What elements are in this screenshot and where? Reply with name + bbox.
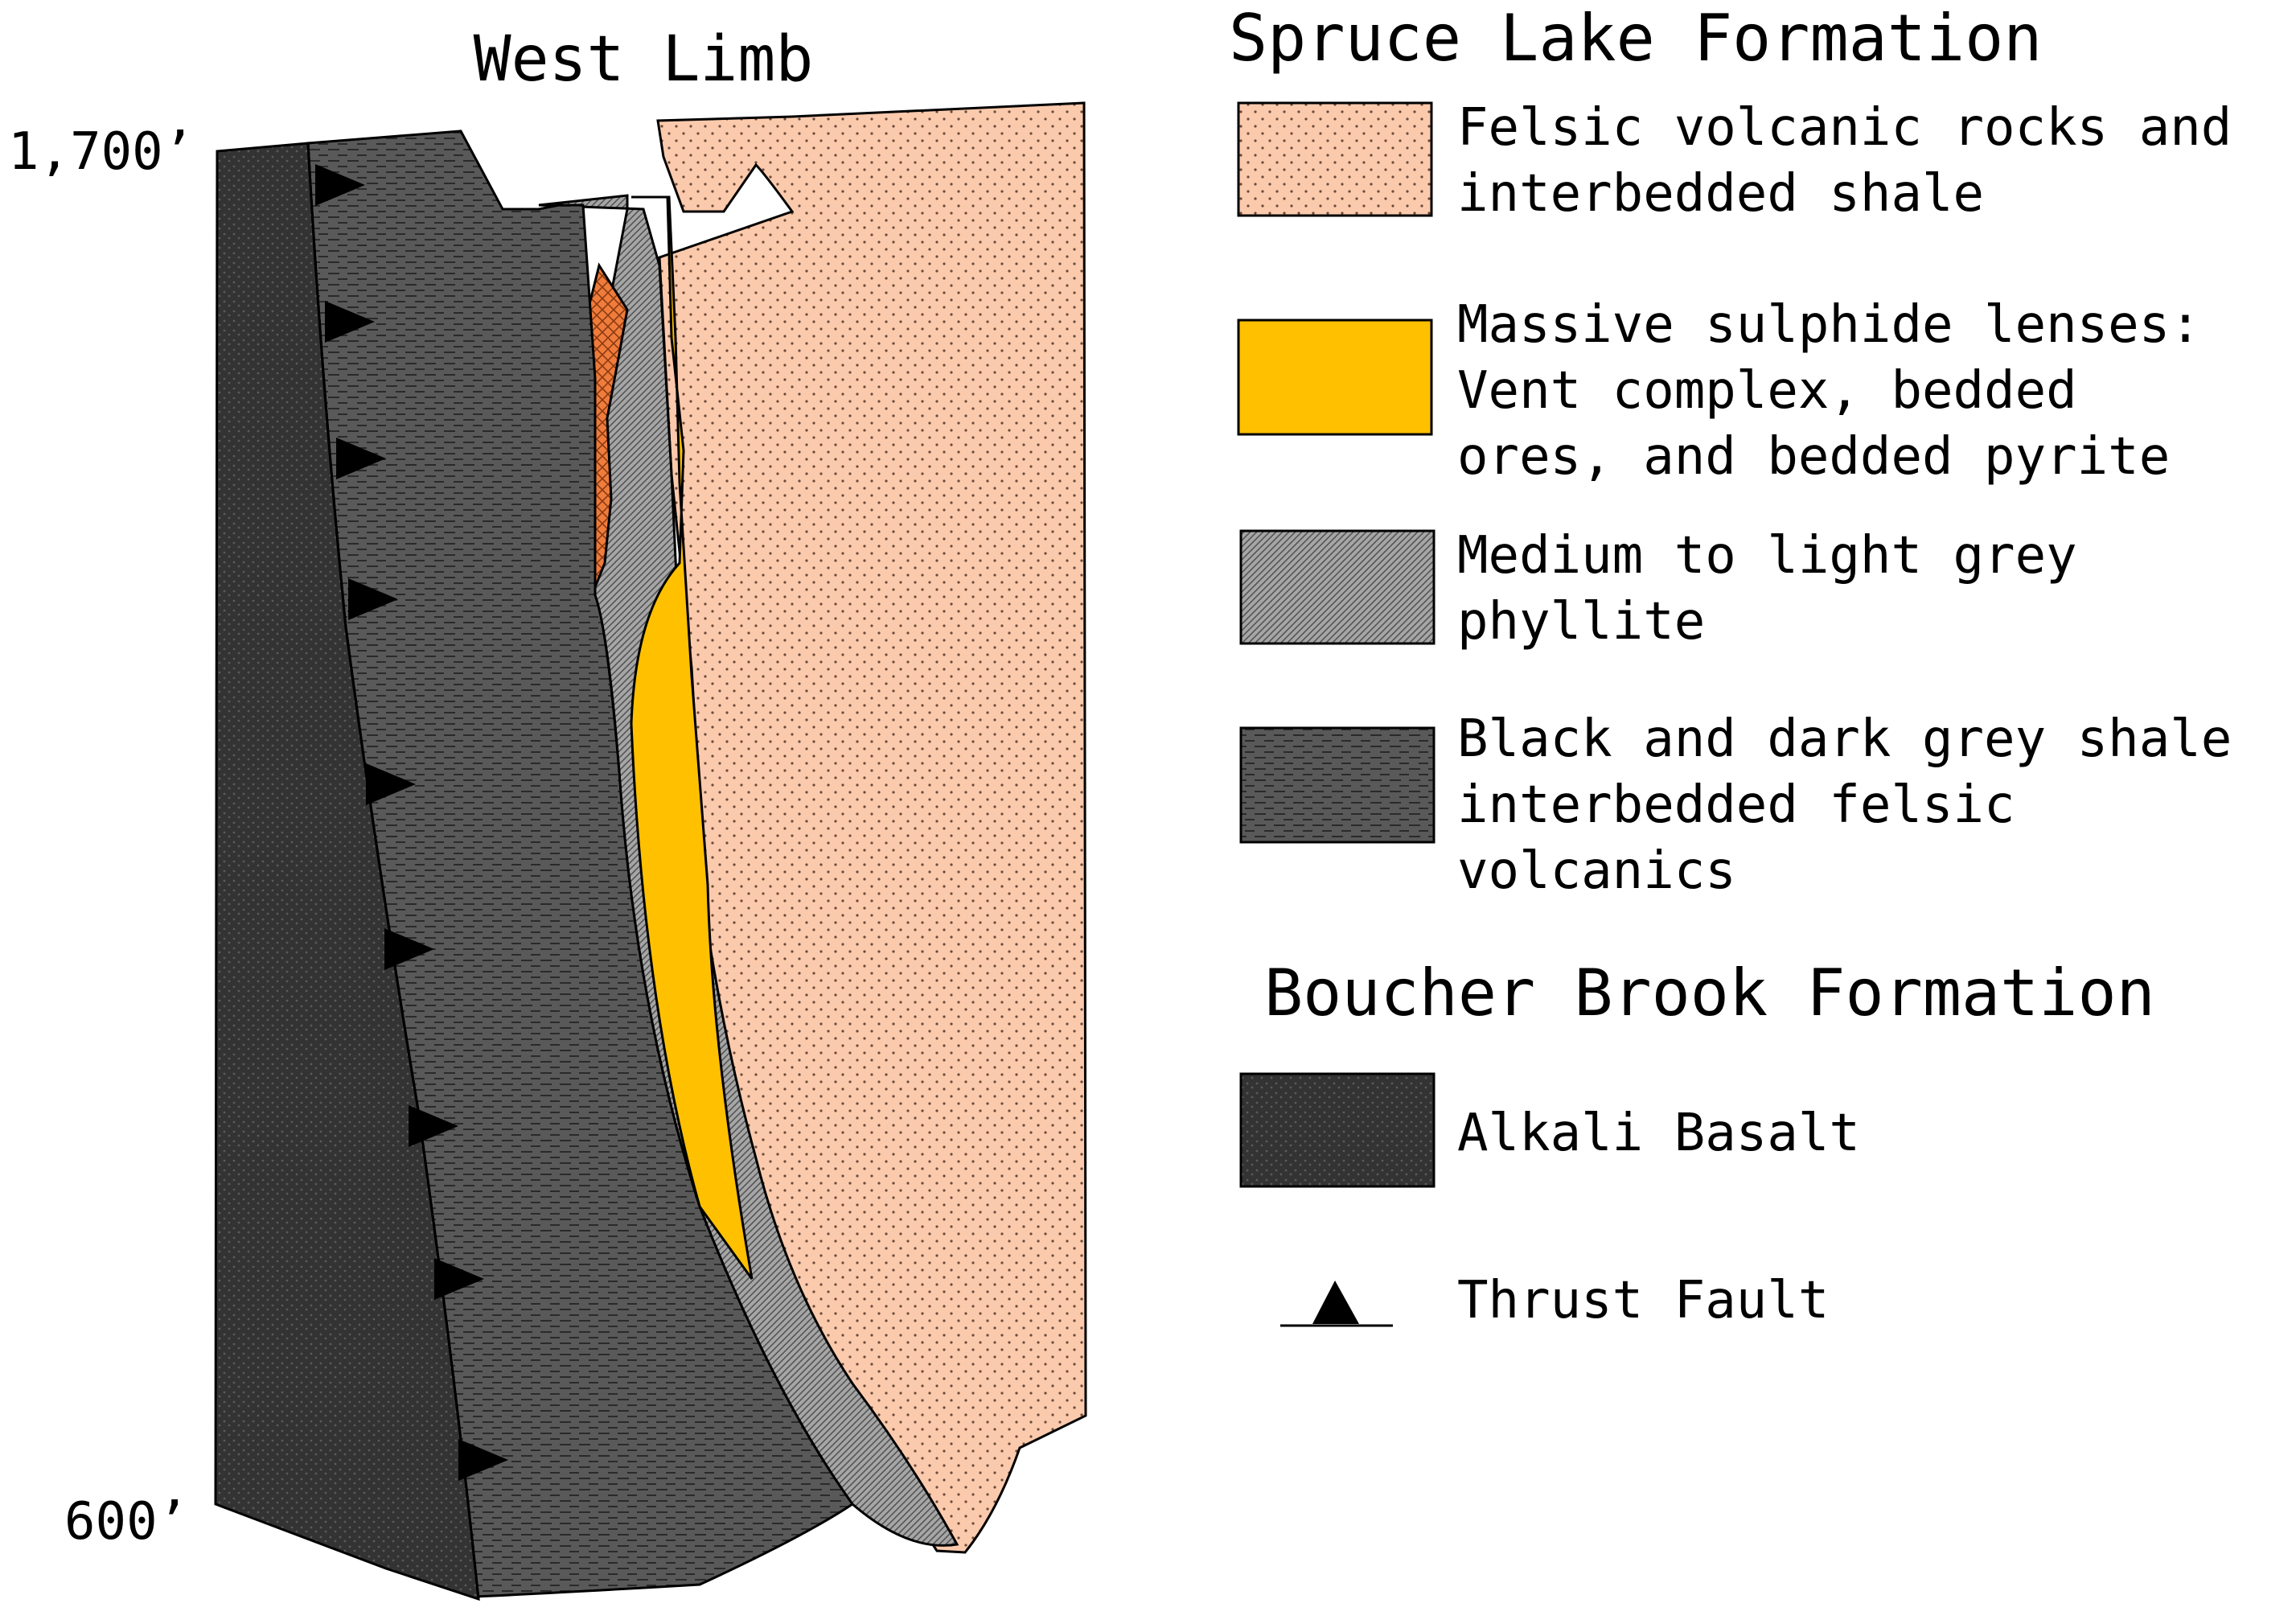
cross-section xyxy=(214,101,1087,1601)
legend-swatch-felsic xyxy=(1237,101,1433,217)
legend-swatch-phyllite xyxy=(1239,529,1436,645)
thrust-tooth-icon xyxy=(348,578,398,620)
legend-label-thrust-fault: Thrust Fault xyxy=(1457,1271,1829,1330)
legend-label-basalt: Alkali Basalt xyxy=(1457,1104,1860,1163)
thrust-tooth-icon xyxy=(458,1439,508,1481)
thrust-fault-teeth xyxy=(315,164,508,1481)
section-title: West Limb xyxy=(474,23,814,96)
legend-swatch-shale xyxy=(1239,726,1436,844)
legend-swatch-basalt xyxy=(1239,1072,1436,1188)
thrust-fault-line xyxy=(306,142,480,1600)
thrust-tooth-icon xyxy=(315,164,365,206)
thrust-fault-triangle-icon xyxy=(1312,1281,1359,1324)
legend-label-felsic: Felsic volcanic rocks and interbedded sh… xyxy=(1457,98,2263,224)
legend-label-phyllite: Medium to light grey phyllite xyxy=(1457,526,2108,652)
depth-top-label: 1,700’ xyxy=(8,122,194,182)
thrust-tooth-icon xyxy=(325,301,375,343)
thrust-tooth-icon xyxy=(409,1105,458,1147)
sulphide-lens xyxy=(630,195,754,1280)
depth-bottom-label: 600’ xyxy=(64,1492,188,1552)
thrust-tooth-icon xyxy=(366,763,416,805)
spruce-lake-heading: Spruce Lake Formation xyxy=(1229,1,2042,76)
boucher-brook-heading: Boucher Brook Formation xyxy=(1264,956,2155,1030)
thrust-tooth-icon xyxy=(434,1258,484,1300)
thrust-fault-symbol xyxy=(1280,1281,1393,1327)
legend-swatch-sulphide xyxy=(1237,319,1433,436)
thrust-tooth-icon xyxy=(336,438,386,479)
legend: Spruce Lake Formation Felsic volcanic ro… xyxy=(1229,1,2263,1330)
legend-label-sulphide: Massive sulphide lenses: Vent complex, b… xyxy=(1457,295,2232,487)
legend-label-shale: Black and dark grey shale interbedded fe… xyxy=(1457,709,2263,901)
thrust-tooth-icon xyxy=(384,928,434,970)
